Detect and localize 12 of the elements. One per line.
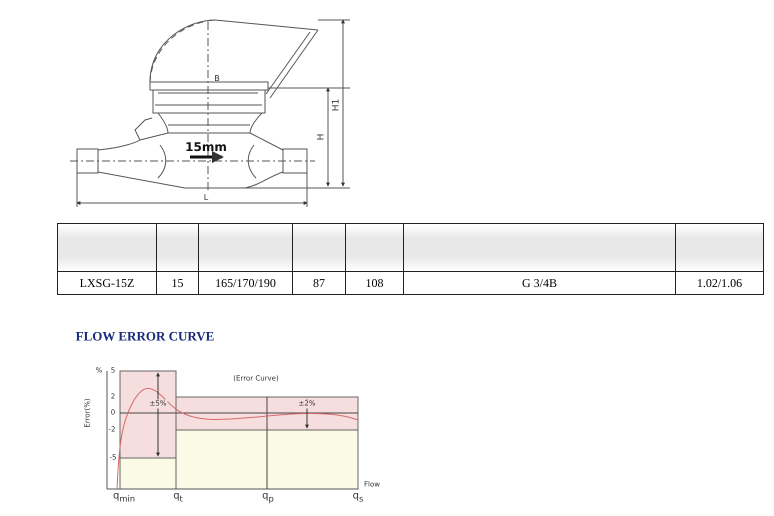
axis-tick-label: q$_{t}$ [173, 491, 183, 503]
dimension-label: B [214, 75, 220, 83]
table-cell: 1.02/1.06 [675, 271, 764, 295]
axis-tick-label: q$_{p}$ [262, 491, 274, 503]
table-cell: LXSG-15Z [57, 271, 157, 295]
section-heading: FLOW ERROR CURVE [76, 330, 214, 342]
axis-tick-label: q$_{min}$ [112, 491, 136, 503]
dimension-label: H [318, 134, 326, 140]
axis-tick-label: q$_{s}$ [352, 491, 364, 503]
pipe-size-label: 15mm [185, 141, 227, 153]
dimension-label: L [204, 194, 208, 202]
dimension-label: H1 [332, 98, 342, 112]
